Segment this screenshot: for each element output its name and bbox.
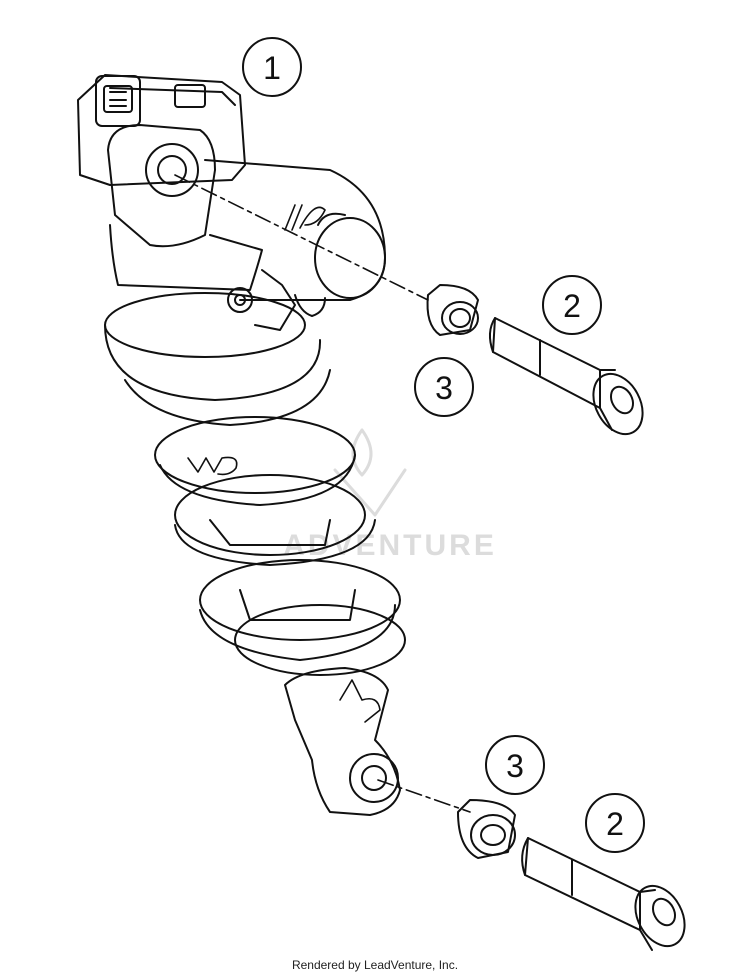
svg-text:1: 1 bbox=[263, 50, 281, 86]
callout-3-upper[interactable]: 3 bbox=[414, 357, 474, 417]
top-axis-line bbox=[174, 174, 429, 301]
top-eye-mount bbox=[107, 124, 216, 248]
top-eye bbox=[145, 143, 199, 197]
bolt-upper bbox=[489, 317, 644, 436]
svg-text:2: 2 bbox=[606, 806, 624, 842]
spring-seat-logo bbox=[187, 456, 238, 476]
bottom-eye bbox=[349, 753, 399, 803]
svg-text:3: 3 bbox=[435, 370, 453, 406]
svg-text:2: 2 bbox=[563, 288, 581, 324]
valve-connector bbox=[174, 84, 206, 108]
shock-absorber bbox=[77, 74, 406, 816]
svg-text:3: 3 bbox=[506, 748, 524, 784]
callout-2-lower[interactable]: 2 bbox=[585, 793, 645, 853]
bolt-lower bbox=[521, 837, 686, 951]
render-credit: Rendered by LeadVenture, Inc. bbox=[291, 958, 459, 972]
reservoir-cap bbox=[314, 217, 386, 299]
bushing-upper bbox=[426, 284, 479, 336]
watermark-logo bbox=[333, 428, 407, 517]
electrical-connector bbox=[95, 75, 141, 127]
bushing-lower bbox=[457, 799, 516, 859]
callout-1[interactable]: 1 bbox=[242, 37, 302, 97]
adjuster-knob bbox=[227, 287, 253, 313]
bottom-axis-line bbox=[377, 779, 471, 813]
top-housing bbox=[77, 74, 246, 186]
spring bbox=[104, 292, 406, 676]
bottom-clevis bbox=[284, 667, 401, 816]
callout-2-upper[interactable]: 2 bbox=[542, 275, 602, 335]
shock-body bbox=[109, 224, 263, 291]
callout-3-lower[interactable]: 3 bbox=[485, 735, 545, 795]
